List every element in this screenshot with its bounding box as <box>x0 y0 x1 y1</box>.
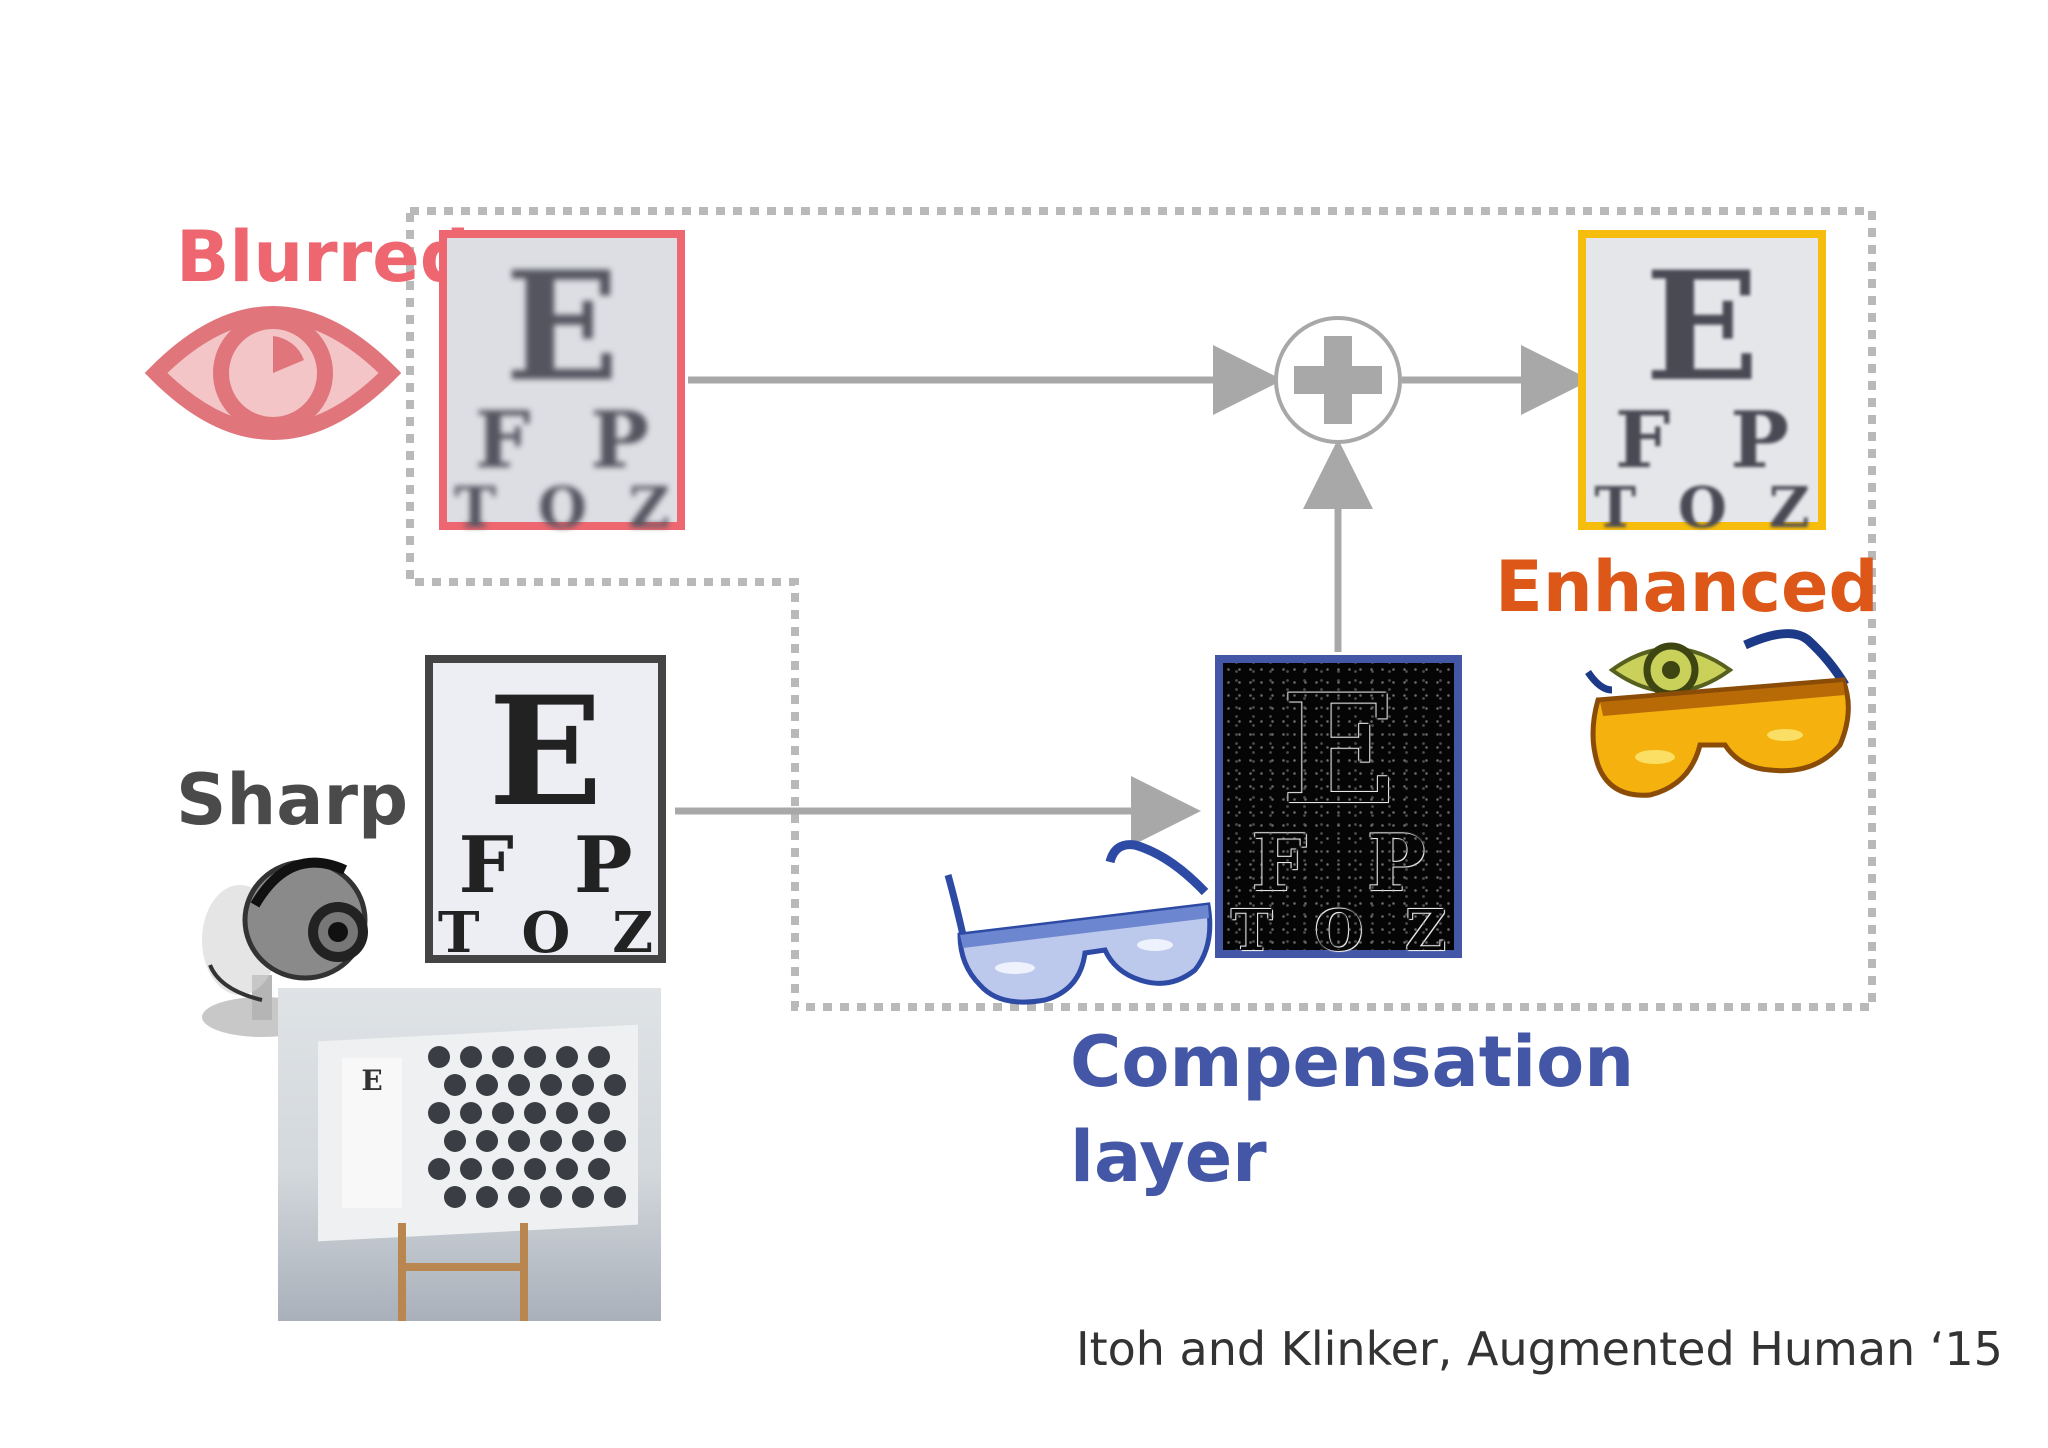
calibration-dot <box>524 1046 546 1068</box>
dotted-boundary <box>406 207 1876 1011</box>
calibration-dot <box>540 1130 562 1152</box>
eye-chart-row: FP <box>474 395 710 486</box>
calibration-dot <box>460 1158 482 1180</box>
photo-eye-chart-text: E <box>361 1064 383 1097</box>
blurred-label: Blurred <box>176 216 470 298</box>
calibration-dot <box>572 1186 594 1208</box>
photo-eye-chart: E <box>342 1058 402 1208</box>
calibration-dot <box>476 1130 498 1152</box>
calibration-dot <box>588 1102 610 1124</box>
enhanced-eye-chart: E FP TOZ <box>1578 230 1826 536</box>
calibration-dot <box>572 1074 594 1096</box>
glasses-icon <box>944 840 1213 1005</box>
setup-photo: E <box>278 988 661 1321</box>
compensation-label-line1: Compensation <box>1070 1021 1635 1103</box>
compensation-eye-chart: E FP TOZ <box>1215 655 1462 959</box>
calibration-dot <box>524 1158 546 1180</box>
eye-icon <box>1608 642 1734 698</box>
sharp-label: Sharp <box>176 759 409 841</box>
compensation-label-line2: layer <box>1070 1115 1267 1198</box>
glasses-icon <box>1585 629 1851 798</box>
eye-icon <box>144 306 402 440</box>
webcam-icon <box>202 857 368 1037</box>
calibration-dot-grid <box>428 1046 628 1226</box>
calibration-dot <box>428 1102 450 1124</box>
eye-chart-row: FP <box>1614 395 1850 486</box>
eye-chart-row: TOZ <box>454 475 712 541</box>
calibration-dot <box>460 1102 482 1124</box>
calibration-dot <box>540 1074 562 1096</box>
calibration-dot <box>604 1186 626 1208</box>
compensation-noise <box>1223 663 1454 950</box>
easel <box>398 1223 528 1321</box>
calibration-dot <box>604 1130 626 1152</box>
compensation-label: Compensation layer <box>1070 1015 1634 1204</box>
calibration-dot <box>572 1130 594 1152</box>
blurred-eye-chart: E FP TOZ <box>439 230 685 536</box>
easel-bar <box>406 1263 520 1271</box>
calibration-dot <box>588 1046 610 1068</box>
calibration-dot <box>556 1102 578 1124</box>
calibration-dot <box>444 1186 466 1208</box>
citation: Itoh and Klinker, Augmented Human ‘15 <box>1076 1322 2003 1376</box>
calibration-dot <box>444 1074 466 1096</box>
calibration-dot <box>556 1158 578 1180</box>
calibration-dot <box>524 1102 546 1124</box>
sharp-eye-chart: E FP TOZ <box>425 655 666 963</box>
enhanced-label: Enhanced <box>1495 546 1879 628</box>
calibration-dot <box>556 1046 578 1068</box>
eye-chart-row: E <box>504 239 620 415</box>
eye-chart-row: E <box>488 664 603 840</box>
calibration-dot <box>476 1074 498 1096</box>
plus-circle-icon <box>1274 316 1402 444</box>
calibration-dot <box>508 1130 530 1152</box>
eye-chart-row: TOZ <box>1594 475 1852 541</box>
calibration-dot <box>604 1074 626 1096</box>
calibration-dot <box>492 1158 514 1180</box>
eye-chart-row: E <box>1644 239 1760 415</box>
calibration-dot <box>588 1158 610 1180</box>
calibration-dot <box>508 1074 530 1096</box>
eye-chart-row: FP <box>458 820 693 911</box>
calibration-dot <box>444 1130 466 1152</box>
calibration-dot <box>460 1046 482 1068</box>
calibration-dot <box>540 1186 562 1208</box>
calibration-dot <box>428 1046 450 1068</box>
calibration-dot <box>508 1186 530 1208</box>
calibration-dot <box>492 1102 514 1124</box>
calibration-dot <box>492 1046 514 1068</box>
calibration-dot <box>428 1158 450 1180</box>
eye-chart-row: TOZ <box>437 900 696 966</box>
calibration-dot <box>476 1186 498 1208</box>
